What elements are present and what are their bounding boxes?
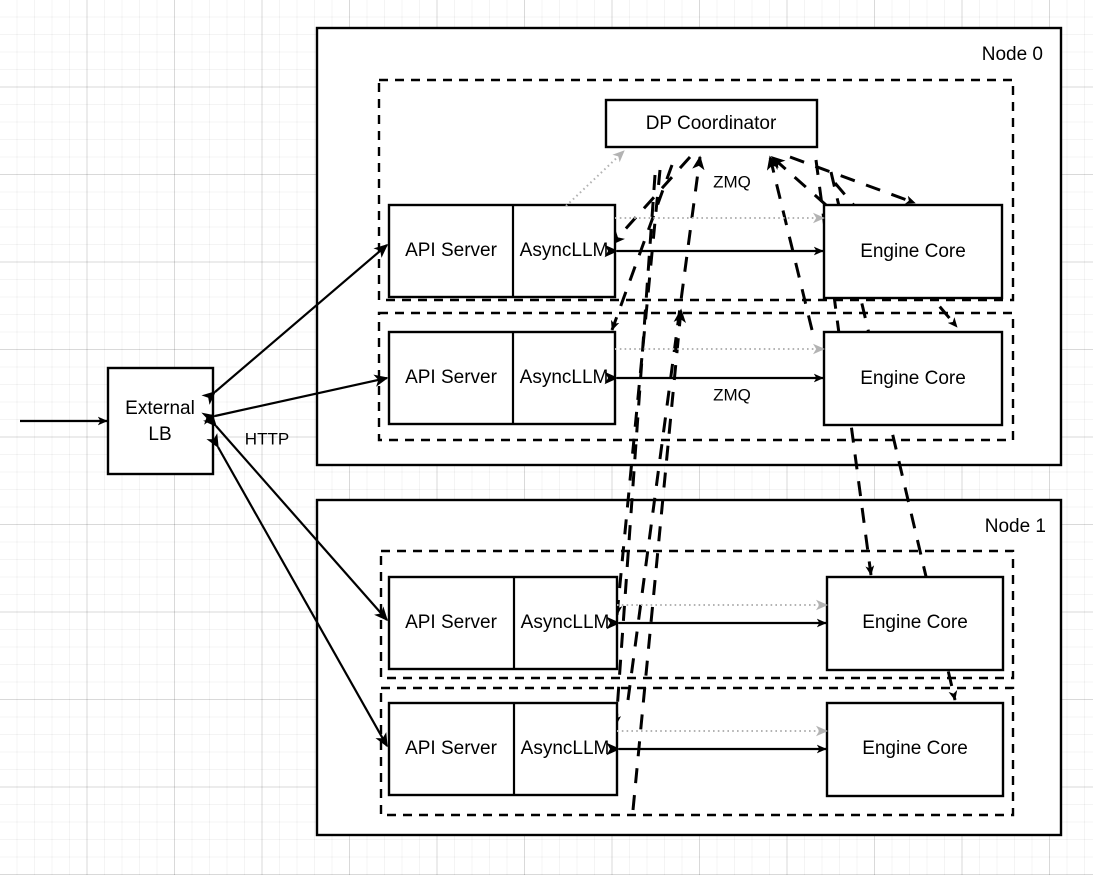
zmq-label-top: ZMQ <box>713 172 751 191</box>
n0r0-api-server-label: API Server <box>405 240 498 261</box>
external-lb-label-line1: External <box>125 398 195 419</box>
n0r1-asyncllm-label: AsyncLLM <box>520 367 609 388</box>
n1r1-engine-core-label: Engine Core <box>862 738 968 759</box>
n0r1-engine-core-box[interactable] <box>822 330 1004 427</box>
n1r0-api-server-label: API Server <box>405 612 498 633</box>
n0r0-engine-core-box[interactable] <box>822 203 1004 300</box>
zmq-label-second: ZMQ <box>713 385 751 404</box>
n0r1-api-server-label: API Server <box>405 367 498 388</box>
n0r1-server-box[interactable] <box>387 330 617 426</box>
zmq-edge-engine-n1r1-to-coordinator <box>631 308 686 811</box>
external-lb-label-line2: LB <box>148 424 171 445</box>
n1r0-engine-core-label: Engine Core <box>862 612 968 633</box>
node-1-rank-1-group <box>379 686 1015 817</box>
lb-link-n0r1 <box>201 374 389 425</box>
lb-link-n0r0 <box>201 244 389 405</box>
node-1-rank-0-group <box>379 549 1015 680</box>
external-lb-box[interactable] <box>106 366 215 476</box>
zmq-edge-engine-n1r0-to-coordinator <box>626 155 705 701</box>
n1r1-api-server-label: API Server <box>405 738 498 759</box>
n1r1-server-box[interactable] <box>387 701 619 797</box>
zmq-edge-engine-n0r0-to-coordinator <box>770 155 827 207</box>
zmq-edge-coordinator-to-asyncllm-n1r1 <box>612 174 657 726</box>
n1r1-engine-core-box[interactable] <box>825 701 1005 798</box>
node-1-label: Node 1 <box>985 516 1046 537</box>
zmq-edge-coordinator-to-engine-n0r0 <box>789 155 916 205</box>
n0r0-asyncllm-label: AsyncLLM <box>520 240 609 261</box>
dp-coordinator-label: DP Coordinator <box>646 113 777 134</box>
n0r0-server-box[interactable] <box>387 203 617 299</box>
dp-coordinator-box[interactable] <box>604 98 819 149</box>
zmq-edge-engine-n0r1-to-coordinator <box>766 155 814 331</box>
n1r0-engine-core-box[interactable] <box>825 575 1005 672</box>
n1r1-asyncllm-label: AsyncLLM <box>521 738 610 759</box>
n0r0-dotted-asyncllm-to-coordinator <box>565 150 625 207</box>
n0r1-engine-core-label: Engine Core <box>860 368 966 389</box>
node-0-label: Node 0 <box>982 44 1043 65</box>
n0r0-engine-core-label: Engine Core <box>860 241 966 262</box>
n1r0-asyncllm-label: AsyncLLM <box>521 612 610 633</box>
zmq-edge-coordinator-to-asyncllm-n0r0 <box>610 155 692 246</box>
lb-link-n1r1 <box>206 433 388 748</box>
http-label: HTTP <box>245 429 289 448</box>
node-0-rank-0-group <box>377 78 1015 302</box>
